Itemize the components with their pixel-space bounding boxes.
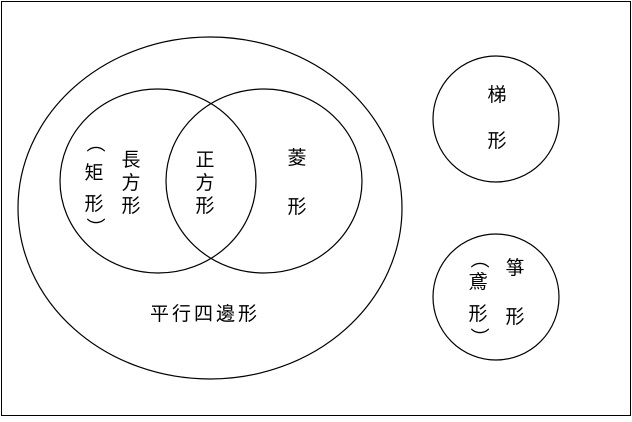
kite-label-char: 形 <box>505 306 524 328</box>
rectangle-alias-char: 矩 <box>84 162 103 184</box>
rectangle-alias-char: 形 <box>84 193 103 215</box>
kite-alias-char: 鳶 <box>468 271 487 293</box>
rectangle-label-char: 長 <box>121 149 140 171</box>
kite-alias-paren-close: ） <box>468 327 490 346</box>
square-label-char: 方 <box>195 172 214 194</box>
kite-label-char: 箏 <box>505 257 524 279</box>
square-label-char: 正 <box>195 149 214 171</box>
kite-alias-char: 形 <box>468 303 487 325</box>
trapezoid-set <box>432 55 560 183</box>
kite-alias-paren-open: （ <box>468 249 490 268</box>
trapezoid-label-char: 梯 <box>487 84 506 106</box>
square-label-char: 形 <box>195 195 214 217</box>
rectangle-alias-paren-close: ） <box>84 217 106 236</box>
rectangle-alias-paren-open: （ <box>84 133 106 152</box>
rhombus-label-char: 菱 <box>287 147 306 169</box>
rectangle-set <box>59 88 257 274</box>
trapezoid-label-char: 形 <box>487 130 506 152</box>
parallelogram-set <box>17 36 403 380</box>
kite-set <box>432 233 560 361</box>
rectangle-label-char: 形 <box>121 195 140 217</box>
rhombus-set <box>165 88 363 274</box>
rhombus-label-char: 形 <box>287 196 306 218</box>
parallelogram-label: 平行四邊形 <box>150 303 260 325</box>
rectangle-label-char: 方 <box>121 172 140 194</box>
